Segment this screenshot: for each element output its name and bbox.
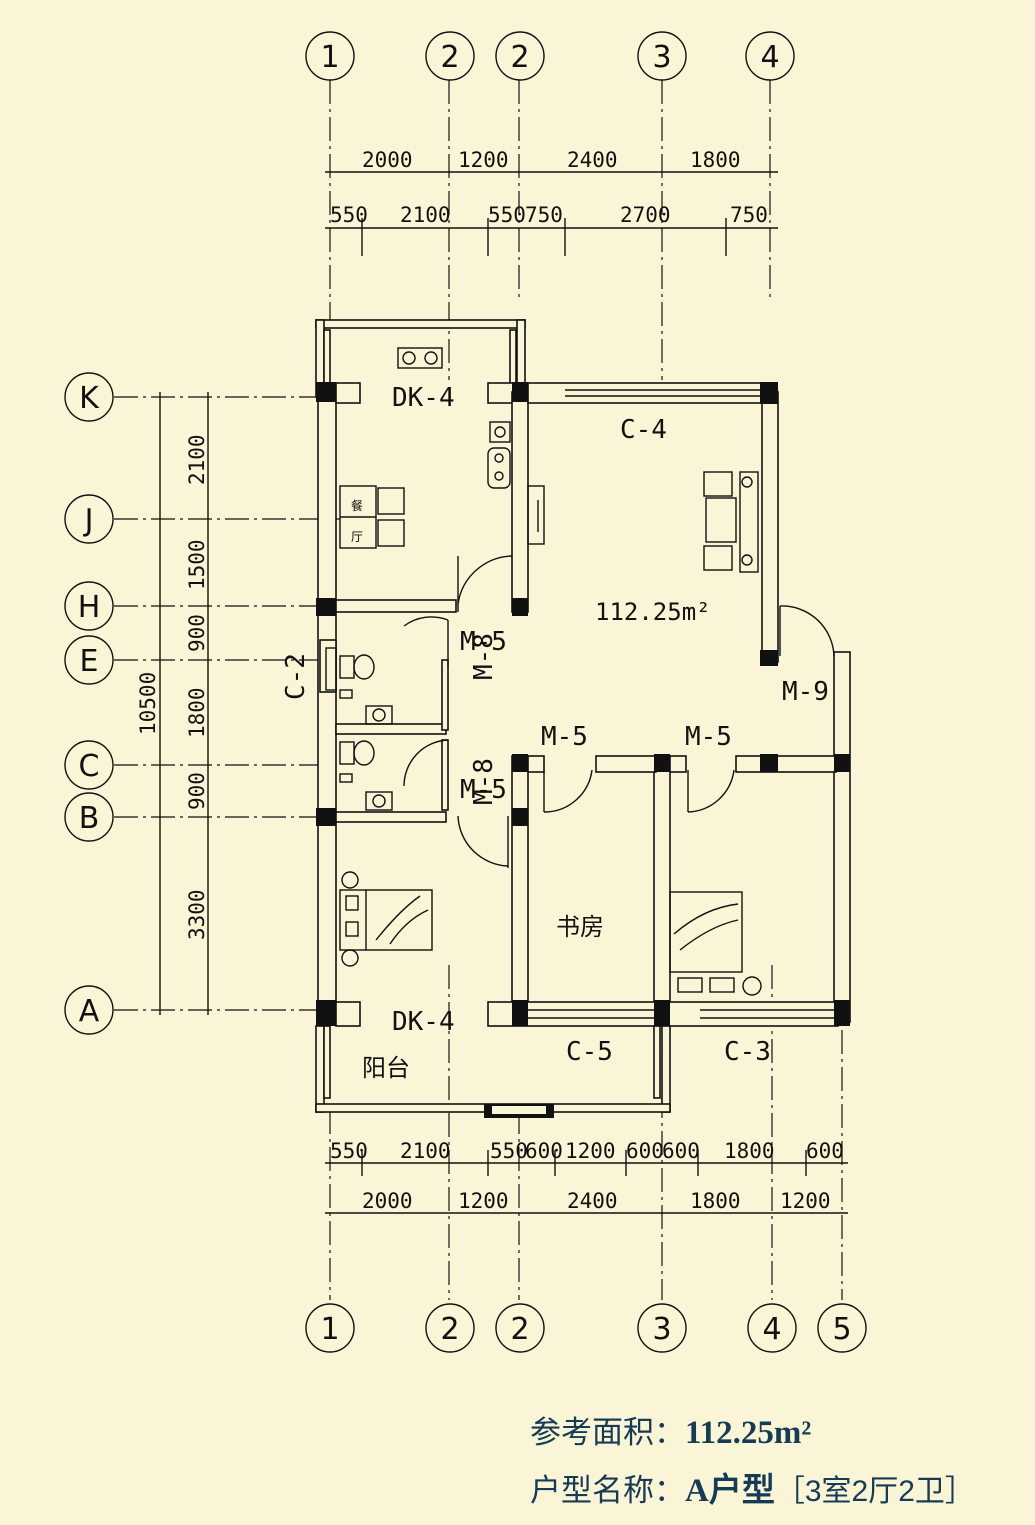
caption-type-detail: ［3室2厅2卫］ bbox=[774, 1475, 975, 1508]
caption-area-value: 112.25m² bbox=[685, 1415, 812, 1451]
label-m5-a: M-5 bbox=[460, 627, 507, 657]
dim-left-total: 10500 bbox=[136, 672, 160, 735]
dim-bottom-inner: 550 bbox=[330, 1139, 368, 1163]
label-dining-1: 餐 bbox=[351, 498, 363, 513]
top-dimensions: 2000 1200 2400 1800 550 2100 550 750 270… bbox=[325, 148, 778, 256]
dim-top-inner: 2700 bbox=[620, 203, 671, 227]
dim-top-inner: 2100 bbox=[400, 203, 451, 227]
axis-bubble-label: 2 bbox=[440, 1312, 459, 1347]
label-m9: M-9 bbox=[782, 677, 829, 707]
dim-bottom-inner: 2100 bbox=[400, 1139, 451, 1163]
label-study: 书房 bbox=[556, 913, 604, 941]
axis-bubble-label: E bbox=[80, 644, 99, 679]
axis-bubble-label: K bbox=[79, 381, 100, 416]
axis-bubble-label: 2 bbox=[510, 40, 529, 75]
label-dining-2: 厅 bbox=[351, 530, 363, 544]
axis-bubble-label: 2 bbox=[510, 1312, 529, 1347]
axis-bubble-label: H bbox=[78, 590, 101, 625]
label-dk-bottom: DK-4 bbox=[392, 1007, 455, 1037]
label-m5-c: M-5 bbox=[541, 722, 588, 752]
caption-area-label: 参考面积： bbox=[530, 1415, 685, 1451]
axis-bubble-label: A bbox=[79, 994, 100, 1029]
left-dimensions: 10500 2100 1500 900 1800 900 3300 bbox=[136, 392, 209, 1015]
axis-bubble-label: 5 bbox=[832, 1312, 851, 1347]
dim-left-inner: 900 bbox=[185, 772, 209, 810]
dim-top-outer: 1200 bbox=[458, 148, 509, 172]
dim-bottom-inner: 600 bbox=[525, 1139, 563, 1163]
dim-bottom-outer: 2400 bbox=[567, 1189, 618, 1213]
label-m8-b: M-8 bbox=[469, 758, 499, 805]
label-c4: C-4 bbox=[620, 415, 667, 445]
door-swings bbox=[403, 555, 835, 868]
dim-top-inner: 550 bbox=[330, 203, 368, 227]
dim-left-inner: 1500 bbox=[185, 539, 209, 590]
dim-bottom-outer: 1200 bbox=[458, 1189, 509, 1213]
caption-area: 参考面积：112.25m² bbox=[530, 1407, 811, 1452]
axis-grid bbox=[114, 80, 843, 1300]
bottom-dimensions: 550 2100 550 600 1200 600 600 1800 600 2… bbox=[325, 1139, 848, 1214]
bottom-axis-bubbles: 1 2 2 3 4 5 bbox=[305, 1303, 867, 1353]
label-c3: C-3 bbox=[724, 1037, 771, 1067]
columns bbox=[316, 382, 850, 1026]
axis-bubble-label: B bbox=[79, 801, 100, 836]
walls bbox=[315, 319, 851, 1118]
axis-bubble-label: 3 bbox=[652, 1312, 671, 1347]
dim-bottom-inner: 550 bbox=[490, 1139, 528, 1163]
axis-bubble-label: 2 bbox=[440, 40, 459, 75]
label-c5: C-5 bbox=[566, 1037, 613, 1067]
dim-bottom-inner: 600 bbox=[662, 1139, 700, 1163]
caption-type: 户型名称：A户型［3室2厅2卫］ bbox=[530, 1463, 975, 1511]
dim-top-inner: 750 bbox=[730, 203, 768, 227]
dim-top-outer: 1800 bbox=[690, 148, 741, 172]
label-balcony: 阳台 bbox=[362, 1054, 410, 1082]
dim-bottom-inner: 600 bbox=[806, 1139, 844, 1163]
dim-bottom-outer: 1200 bbox=[780, 1189, 831, 1213]
axis-bubble-label: 1 bbox=[320, 1312, 339, 1347]
dim-bottom-inner: 1200 bbox=[565, 1139, 616, 1163]
label-m5-d: M-5 bbox=[685, 722, 732, 752]
fixtures bbox=[325, 347, 762, 996]
label-area: 112.25m² bbox=[595, 598, 711, 626]
dim-bottom-inner: 1800 bbox=[724, 1139, 775, 1163]
caption-type-label: 户型名称： bbox=[530, 1473, 685, 1509]
label-c2: C-2 bbox=[281, 653, 311, 700]
top-axis-bubbles: 1 2 2 3 4 bbox=[305, 31, 795, 81]
axis-bubble-label: 4 bbox=[762, 1312, 781, 1347]
dim-bottom-outer: 1800 bbox=[690, 1189, 741, 1213]
label-m5-b: M-5 bbox=[460, 775, 507, 805]
dim-bottom-outer: 2000 bbox=[362, 1189, 413, 1213]
axis-bubble-label: J bbox=[83, 503, 94, 538]
dim-top-inner: 750 bbox=[525, 203, 563, 227]
dim-top-outer: 2400 bbox=[567, 148, 618, 172]
dim-left-inner: 3300 bbox=[185, 889, 209, 940]
axis-bubble-label: 4 bbox=[760, 40, 779, 75]
label-dk-top: DK-4 bbox=[392, 383, 455, 413]
dim-left-inner: 900 bbox=[185, 614, 209, 652]
caption-type-value: A户型 bbox=[685, 1473, 775, 1509]
dim-left-inner: 1800 bbox=[185, 687, 209, 738]
dim-top-inner: 550 bbox=[488, 203, 526, 227]
left-axis-bubbles: K J H E C B A bbox=[64, 372, 114, 1035]
axis-bubble-label: C bbox=[79, 749, 100, 784]
label-m8-a: M-8 bbox=[469, 633, 499, 680]
dim-bottom-inner: 600 bbox=[626, 1139, 664, 1163]
dim-top-outer: 2000 bbox=[362, 148, 413, 172]
dim-left-inner: 2100 bbox=[185, 434, 209, 485]
axis-bubble-label: 3 bbox=[652, 40, 671, 75]
axis-bubble-label: 1 bbox=[320, 40, 339, 75]
plan-labels: DK-4 C-4 C-2 M-9 M-5 M-8 M-5 M-8 M-5 M-5… bbox=[281, 383, 829, 1082]
